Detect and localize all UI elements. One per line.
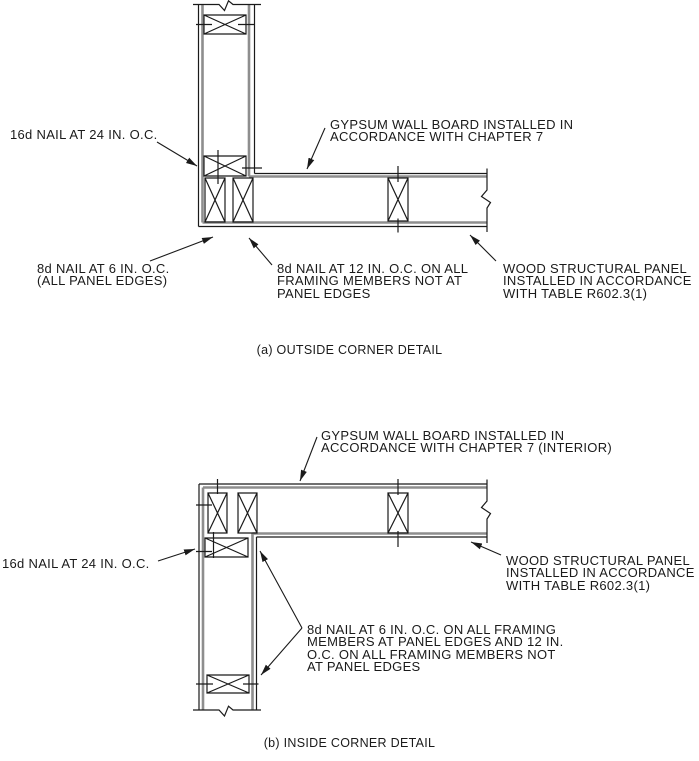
leader-wood-panel-a (469, 234, 497, 262)
caption-detail-b: (b) INSIDE CORNER DETAIL (263, 736, 436, 750)
leader-8d-upper-b (259, 550, 303, 629)
stud-lower-blocking (206, 674, 250, 694)
stud-top-blocking (203, 14, 247, 35)
stud-corner-right (232, 177, 254, 223)
stud-corner-left (204, 177, 226, 223)
stud-mid-wall (387, 177, 409, 222)
leader-16d-nail-b (157, 548, 196, 562)
detail-b-studs (196, 479, 409, 694)
detail-b-drawing (157, 436, 502, 718)
detail-a-break-symbols (193, 0, 492, 232)
detail-b-panel-outer-lines (198, 483, 487, 710)
label-gypsum-board-a: GYPSUM WALL BOARD INSTALLED IN ACCORDANC… (330, 117, 574, 145)
detail-a-drawing (149, 0, 497, 266)
detail-a-leaders (149, 127, 497, 266)
leader-8d-field-a (248, 237, 273, 266)
leader-8d-edges-a (149, 236, 214, 262)
label-16d-nail-b: 16d NAIL AT 24 IN. O.C. (2, 556, 150, 571)
label-gypsum-board-b: GYPSUM WALL BOARD INSTALLED IN ACCORDANC… (321, 428, 613, 456)
stud-corner-left (207, 492, 228, 534)
leader-gypsum-b (299, 436, 318, 482)
label-wood-panel-a: WOOD STRUCTURAL PANEL INSTALLED IN ACCOR… (503, 261, 692, 301)
leader-8d-lower-b (260, 627, 303, 676)
nail-tick-marks (196, 479, 399, 685)
leader-16d-nail-a (156, 141, 198, 167)
detail-a-studs (196, 14, 409, 233)
stud-corner-right (237, 492, 258, 534)
label-wood-panel-b: WOOD STRUCTURAL PANEL INSTALLED IN ACCOR… (506, 553, 695, 593)
leader-gypsum-a (306, 127, 326, 170)
label-16d-nail-a: 16d NAIL AT 24 IN. O.C. (10, 127, 158, 142)
stud-corner-blocking (203, 155, 247, 177)
detail-a-panel-outer-lines (197, 4, 487, 228)
stud-mid-wall (387, 492, 409, 534)
leader-wood-panel-b (470, 541, 502, 556)
detail-b-break-symbols (193, 479, 492, 718)
caption-detail-a: (a) OUTSIDE CORNER DETAIL (256, 343, 443, 357)
label-8d-nail-combined-b: 8d NAIL AT 6 IN. O.C. ON ALL FRAMING MEM… (307, 622, 564, 675)
label-8d-nail-field-a: 8d NAIL AT 12 IN. O.C. ON ALL FRAMING ME… (277, 261, 469, 301)
detail-b-leaders (157, 436, 502, 676)
stud-corner-blocking (204, 537, 249, 558)
label-8d-nail-panel-edges-a: 8d NAIL AT 6 IN. O.C. (ALL PANEL EDGES) (37, 261, 170, 289)
detail-a-panel-inner-lines (201, 4, 487, 224)
nail-tick-marks (196, 23, 399, 233)
detail-b-panel-inner-lines (201, 486, 487, 710)
